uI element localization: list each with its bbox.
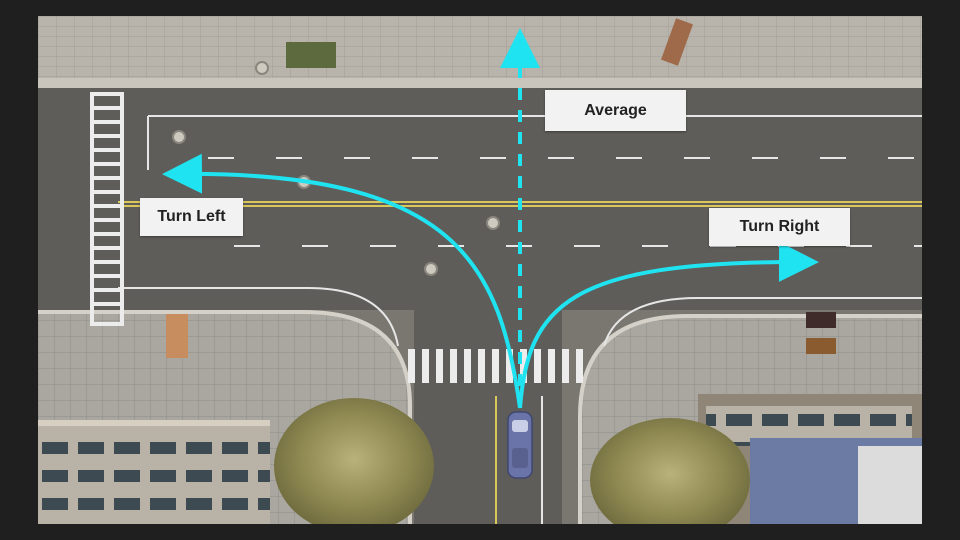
intersection-map [38, 16, 922, 524]
southwest-billboard [166, 314, 188, 358]
average-label: Average [545, 90, 686, 131]
southeast-tree [590, 418, 750, 524]
southeast-curb [578, 314, 922, 524]
north-planter [286, 42, 336, 68]
southeast-billboard-bottom [806, 338, 836, 354]
turn-left-trajectory [162, 153, 522, 409]
south-crosswalk [408, 349, 583, 383]
north-signboard [661, 18, 693, 66]
southeast-edge-line [603, 297, 922, 347]
southwest-building [38, 420, 270, 524]
trajectory-overlay [162, 28, 819, 409]
car-icon [507, 411, 533, 479]
west-crosswalk [90, 92, 124, 326]
southeast-billboard-top [806, 312, 836, 328]
turn-right-label: Turn Right [709, 208, 850, 246]
southwest-edge-line [118, 287, 399, 347]
southwest-curb [38, 310, 412, 524]
north-sidewalk [38, 16, 922, 86]
north-curb [38, 78, 922, 88]
southwest-tree [274, 398, 434, 524]
aerial-intersection-scene: Average Turn Left Turn Right [38, 16, 922, 524]
turn-left-label: Turn Left [140, 198, 243, 236]
turn-right-trajectory [518, 241, 819, 409]
north-south-road [414, 276, 562, 524]
